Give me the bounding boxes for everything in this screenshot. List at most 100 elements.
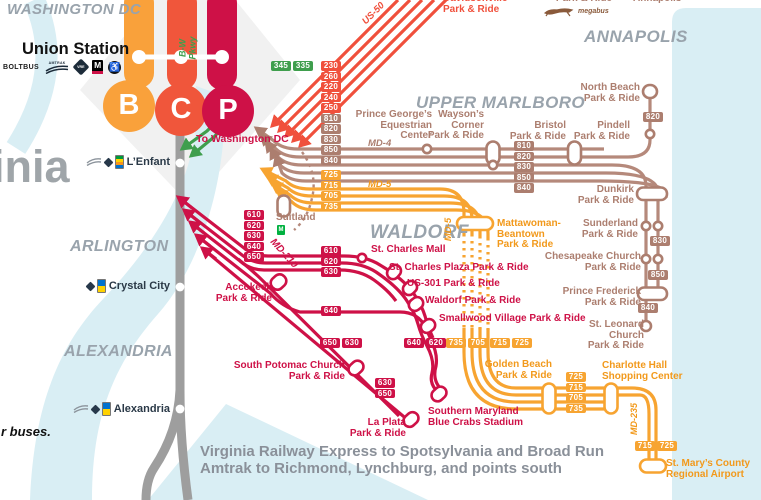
stop-accokeek [269, 272, 288, 292]
region-annapolis: ANNAPOLIS [584, 27, 688, 46]
stop-suitland [276, 194, 292, 218]
route-badge-650: 650 [244, 252, 264, 262]
route-badge-630: 630 [375, 378, 395, 388]
route-badge-705: 705 [321, 191, 341, 201]
route-badge-630: 630 [342, 338, 362, 348]
annapolis-pr-label: Park & Ride [556, 0, 612, 5]
route-badge-715: 715 [635, 441, 655, 451]
road-md5-vertical: MD-5 [443, 217, 455, 242]
region-upper-marlboro: UPPER MARLBORO [416, 93, 585, 112]
badge-840: 840 [638, 303, 658, 313]
stop-label-north-beach: North Beach Park & Ride [580, 82, 640, 104]
stop-prince-frederick [636, 286, 669, 302]
stop-mattawoman [455, 215, 495, 232]
stop-label-chesapeake: Chesapeake Church Park & Ride [544, 251, 641, 273]
intercity-logos: megabus [543, 6, 609, 17]
stop-label-waysons: Wayson’s Corner Park & Ride [427, 109, 484, 142]
route-badge-705: 705 [468, 338, 488, 348]
route-820-branch [598, 92, 652, 159]
route-badge-715: 715 [321, 180, 341, 190]
region-washington-dc: WASHINGTON DC [7, 1, 142, 18]
boltbus-logo: BOLTBUS [3, 63, 40, 71]
region-arlington: ARLINGTON [70, 238, 169, 255]
metro-logo: M [92, 60, 104, 74]
stop-pindell [644, 128, 656, 140]
stop-label-sunderland: Sunderland Park & Ride [581, 218, 638, 240]
station-suitland: Suitland [276, 212, 316, 223]
route-badge-810: 810 [514, 141, 534, 151]
megabus-logo: megabus [578, 8, 609, 15]
route-badge-840: 840 [321, 155, 341, 165]
stop-label-st-charles-mall: St. Charles Mall [371, 244, 446, 255]
route-badge-735: 735 [566, 403, 586, 413]
route-badge-345: 345 [271, 61, 291, 71]
route-badge-610: 610 [321, 246, 341, 256]
route-badge-735: 735 [446, 338, 466, 348]
route-badge-715: 715 [490, 338, 510, 348]
stop-waldorf [407, 295, 425, 313]
route-badge-335: 335 [293, 61, 313, 71]
greyhound-icon [543, 8, 574, 17]
dashed-suitland-arc [293, 151, 315, 231]
stop-label-blue-crabs: Southern Maryland Blue Crabs Stadium [428, 406, 524, 428]
route-badge-630: 630 [244, 231, 264, 241]
terminal-b: B [118, 88, 140, 121]
route-badge-830: 830 [650, 236, 670, 246]
station-alexandria: Alexandria [73, 402, 170, 416]
metro-green-icon: M [277, 225, 285, 235]
stop-label-la-plata: La Plata Park & Ride [349, 417, 406, 439]
stop-us301 [401, 279, 419, 297]
dc-terminals [103, 0, 254, 137]
stop-st-charles-plaza [385, 263, 403, 281]
region-alexandria: ALEXANDRIA [64, 343, 173, 360]
stop-label-waldorf: Waldorf Park & Ride [425, 295, 521, 306]
stop-label-charlotte-hall: Charlotte Hall Shopping Center [602, 360, 683, 382]
stop-blue-crabs [430, 385, 448, 403]
commuter-diamond-icon [103, 157, 114, 167]
route-badge-850: 850 [514, 172, 534, 182]
potomac-mouth [148, 404, 428, 500]
route-badge-725: 725 [566, 372, 586, 382]
amtrak-logo: AMTRAK [44, 61, 70, 74]
stop-st-marys-airport [638, 458, 668, 474]
vre-swoosh-icon [73, 405, 88, 413]
route-badge-620: 620 [321, 256, 341, 266]
route-badge-240: 240 [321, 92, 341, 102]
commuter-diamond-icon [85, 281, 96, 291]
stop-label-st-leonard: St. Leonard Church Park & Ride [587, 319, 644, 352]
vre-logo: VRE [72, 58, 90, 76]
stop-st-leonard [639, 319, 653, 333]
accessibility-icon: ♿ [108, 60, 122, 74]
route-badge-820: 820 [643, 112, 663, 122]
route-badge-735: 735 [321, 201, 341, 211]
route-badge-725: 725 [657, 441, 677, 451]
background-water [6, 0, 761, 500]
route-badge-725: 725 [512, 338, 532, 348]
route-badge-820: 820 [321, 124, 341, 134]
stop-st-charles-mall [356, 252, 368, 264]
region-waldorf: WALDORF [370, 222, 469, 243]
stop-label-south-potomac: South Potomac Church Park & Ride [233, 360, 345, 382]
route-badge-650: 650 [320, 338, 340, 348]
route-badge-705: 705 [566, 393, 586, 403]
route-badge-725: 725 [321, 170, 341, 180]
road-md5: MD-5 [368, 179, 392, 190]
route-badge-830: 830 [514, 162, 534, 172]
commuter-diamond-icon [90, 404, 101, 414]
stop-south-potomac [347, 359, 365, 377]
metro-lines-icon [101, 402, 111, 416]
route-badge-715: 715 [566, 382, 586, 392]
route-badge-640: 640 [244, 241, 264, 251]
mauve-routes-md4 [253, 92, 668, 322]
